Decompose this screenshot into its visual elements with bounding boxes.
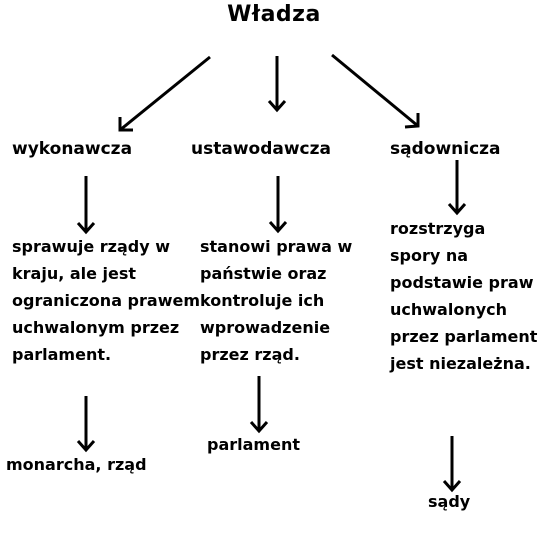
branch-head-wykonawcza: wykonawcza xyxy=(12,139,133,159)
arrow-head-title-to-ustawodawcza xyxy=(267,100,287,113)
arrow-head-ustawodawcza-description-to-leaf xyxy=(249,421,269,434)
branch-description-ustawodawcza: stanowi prawa w państwie oraz kontroluje… xyxy=(200,237,353,364)
branch-leaf-wykonawcza: monarcha, rząd xyxy=(6,455,147,474)
branch-leaf-sadownicza: sądy xyxy=(428,492,471,511)
arrow-title-to-wykonawcza xyxy=(119,55,211,132)
diagram-title: Władza xyxy=(227,2,321,27)
branch-description-sadownicza: rozstrzyga spory na podstawie praw uchwa… xyxy=(390,219,538,373)
arrow-head-title-to-sadownicza xyxy=(404,113,420,129)
arrow-head-wykonawcza-to-description xyxy=(76,222,96,235)
arrow-head-ustawodawcza-to-description xyxy=(268,221,288,234)
arrow-head-title-to-wykonawcza xyxy=(118,117,133,132)
arrow-head-sadownicza-description-to-leaf xyxy=(442,480,462,493)
branch-description-wykonawcza: sprawuje rządy w kraju, ale jest ogranic… xyxy=(12,237,200,364)
branch-leaf-ustawodawcza: parlament xyxy=(207,435,300,454)
arrow-title-to-sadownicza xyxy=(331,53,419,128)
branch-head-ustawodawcza: ustawodawcza xyxy=(191,139,331,159)
arrow-head-sadownicza-to-description xyxy=(447,203,467,216)
arrow-head-wykonawcza-description-to-leaf xyxy=(76,440,96,453)
branch-head-sadownicza: sądownicza xyxy=(390,139,501,159)
